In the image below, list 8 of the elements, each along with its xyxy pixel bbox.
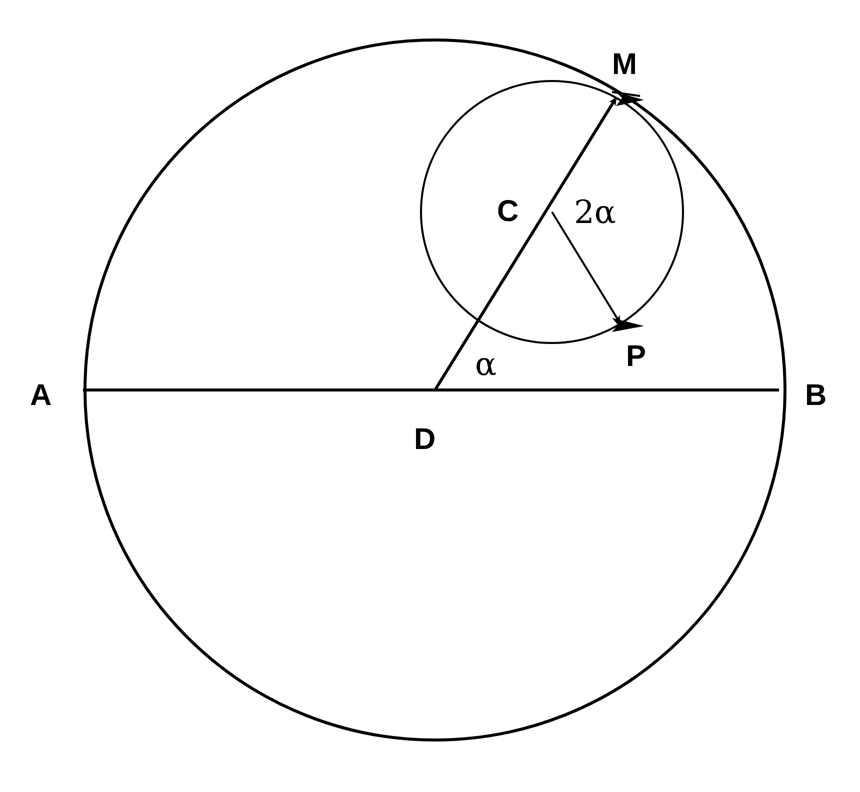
point-label: M bbox=[612, 50, 637, 80]
angle-label: α bbox=[475, 348, 497, 380]
point-label: C bbox=[497, 197, 519, 227]
point-label: B bbox=[805, 381, 827, 411]
point-label: D bbox=[414, 425, 436, 455]
angle-label: 2α bbox=[574, 196, 616, 228]
point-label: A bbox=[30, 381, 52, 411]
point-label: P bbox=[626, 342, 646, 372]
